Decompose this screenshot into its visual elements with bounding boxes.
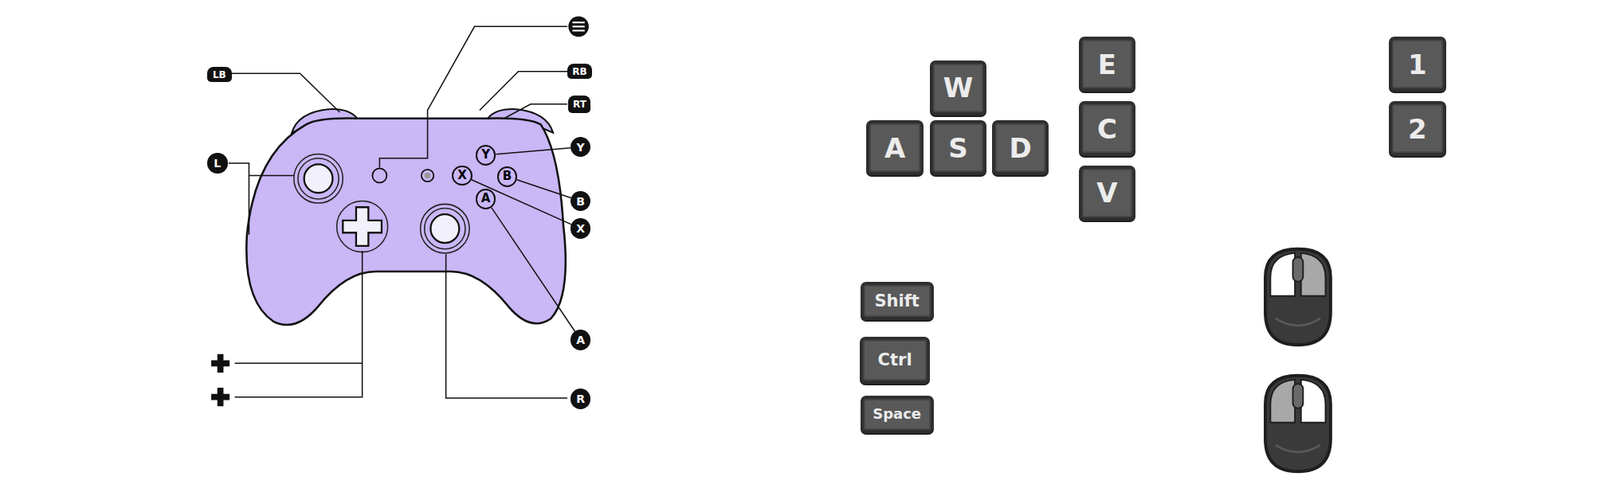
keyboard-key: S [929, 120, 988, 176]
keyboard-key: Shift [860, 282, 934, 320]
dpad-callout-icon [211, 388, 230, 407]
callout-badge: L [207, 152, 228, 174]
mouse-left-click [1265, 249, 1331, 346]
left-stick [304, 164, 334, 193]
menu-icon [572, 22, 585, 31]
face-button: A [475, 188, 497, 210]
keyboard-key: C [1078, 101, 1137, 157]
menu-button [421, 169, 434, 182]
keyboard-key-label: S [948, 134, 969, 162]
keyboard-key: 1 [1388, 36, 1447, 92]
face-button-label: B [502, 170, 512, 183]
keyboard-key-label: Ctrl [878, 352, 913, 369]
callout-badge: RB [567, 63, 593, 79]
face-button: X [451, 165, 473, 187]
mouse-right-click [1265, 376, 1331, 472]
leader-line [471, 180, 572, 225]
keyboard-key-label: A [884, 134, 906, 162]
face-button-label: X [457, 169, 467, 182]
callout-badge: R [570, 388, 592, 410]
callout-badge: RT [568, 95, 591, 114]
callout-badge-label: R [576, 393, 585, 405]
face-button: B [497, 166, 518, 188]
keyboard-key-label: D [1008, 134, 1032, 162]
callout-badge-label: L [213, 157, 221, 169]
leader-lines [228, 26, 568, 399]
face-button: Y [475, 145, 497, 166]
leader-line [517, 180, 572, 199]
keyboard-key: Space [860, 396, 934, 434]
face-button-label: Y [481, 149, 491, 161]
keyboard-key: W [929, 60, 988, 116]
callout-badge: LB [207, 66, 232, 83]
d-pad [342, 207, 382, 247]
callout-badge-label: Y [576, 141, 585, 153]
right-stick [430, 214, 459, 244]
callout-badge-label: RB [572, 66, 587, 77]
face-button-label: A [481, 192, 491, 205]
keyboard-key-label: 2 [1407, 115, 1428, 143]
callout-badge: A [570, 329, 592, 351]
callout-badge: X [570, 218, 592, 240]
callout-badge-label: B [576, 196, 585, 208]
keyboard-key-label: E [1098, 50, 1117, 79]
callout-badge-label: RT [572, 99, 587, 110]
callout-badge-label: LB [212, 70, 227, 80]
view-button [372, 168, 387, 184]
keyboard-key: A [866, 120, 924, 176]
keyboard-key-label: Shift [874, 293, 919, 310]
keyboard-key: 2 [1388, 101, 1447, 157]
callout-badge: Y [570, 137, 592, 158]
keyboard-key-label: Space [872, 407, 922, 422]
keyboard-key: V [1078, 165, 1137, 221]
keyboard-key: E [1078, 36, 1137, 92]
dpad-callout-icon [211, 354, 230, 373]
callout-badge-label: X [576, 223, 585, 235]
callout-badge-label: A [576, 334, 585, 346]
keyboard-key-label: V [1096, 179, 1118, 207]
menu-badge [568, 16, 589, 38]
callout-badge: B [570, 191, 592, 212]
keyboard-key-label: W [943, 74, 974, 102]
keyboard-key-label: 1 [1407, 50, 1428, 79]
leader-line [491, 207, 576, 333]
keyboard-key-label: C [1097, 115, 1118, 143]
keyboard-key: D [992, 120, 1050, 176]
controller-body [246, 118, 566, 326]
keyboard-key: Ctrl [859, 337, 930, 385]
leader-line [495, 148, 571, 155]
